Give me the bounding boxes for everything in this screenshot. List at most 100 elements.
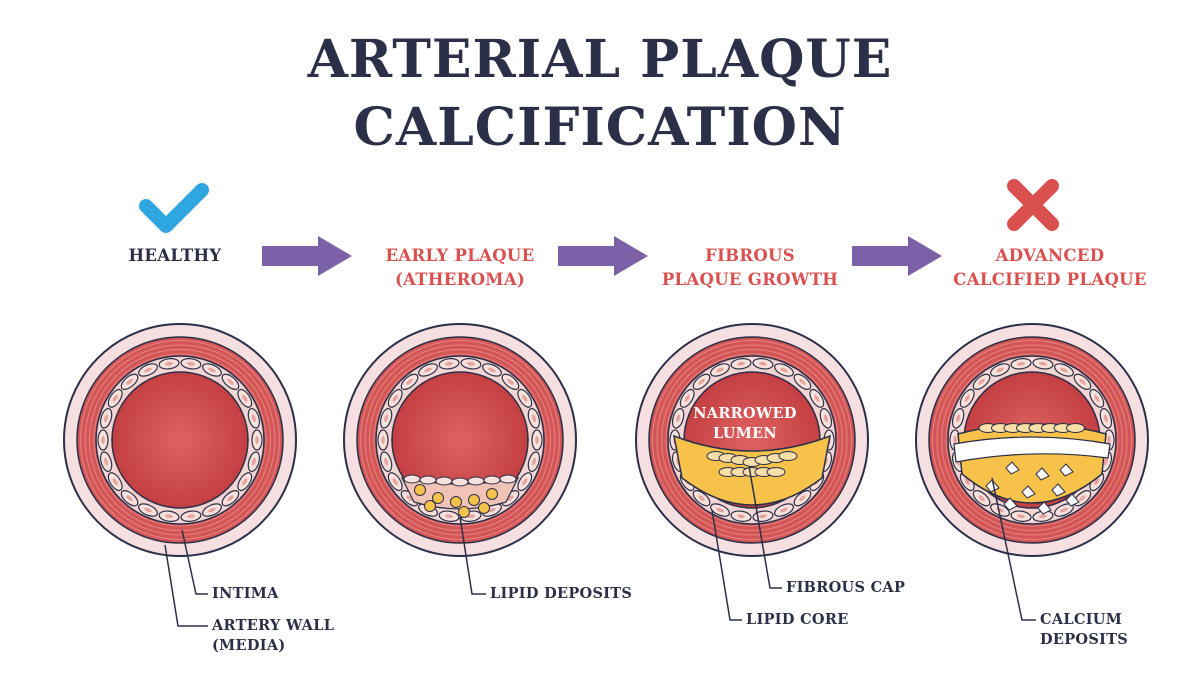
- media-striation: [93, 353, 267, 527]
- cell-nucleus: [251, 414, 256, 423]
- cell-nucleus: [251, 457, 256, 466]
- fibrous-cap-cell: [766, 467, 786, 477]
- calcium-deposit: [1059, 463, 1074, 477]
- callout-artery-wall: ARTERY WALL: [212, 617, 335, 634]
- cell-nucleus: [208, 507, 216, 513]
- artery-calcified-plaque: [915, 323, 1149, 557]
- cell-nucleus: [186, 361, 195, 366]
- cell-nucleus: [165, 361, 174, 366]
- cell-nucleus: [112, 478, 118, 486]
- calcium-deposit: [1035, 467, 1050, 481]
- calcium-band: [953, 436, 1111, 463]
- stage-label-calcified-plaque: ADVANCED CALCIFIED PLAQUE: [920, 244, 1180, 292]
- cell-nucleus: [531, 457, 536, 466]
- cell-nucleus: [406, 378, 413, 385]
- media-striation: [364, 344, 556, 536]
- stage-label-line: EARLY PLAQUE: [385, 246, 535, 265]
- lipid-deposit: [486, 488, 498, 500]
- narrowed-lumen-line: NARROWED: [693, 405, 797, 422]
- cell-nucleus: [165, 514, 174, 519]
- media-striation: [941, 349, 1123, 531]
- cell-nucleus: [535, 436, 539, 444]
- endothelial-cell: [467, 476, 485, 486]
- cell-nucleus: [1060, 507, 1068, 513]
- fibrous-cap-cell: [1066, 423, 1085, 433]
- cell-nucleus: [978, 495, 985, 502]
- calcium-deposit: [1003, 497, 1018, 511]
- cell-nucleus: [227, 378, 234, 385]
- stage-label-early-plaque: EARLY PLAQUE (ATHEROMA): [340, 244, 580, 292]
- right-arrow-icon: [852, 236, 942, 276]
- cell-nucleus: [126, 495, 133, 502]
- callout-deposits: DEPOSITS: [1040, 631, 1129, 648]
- callout-calcium: CALCIUM: [1040, 611, 1123, 628]
- lipid-deposit: [450, 496, 462, 508]
- stage-label-line: HEALTHY: [128, 246, 222, 265]
- cell-nucleus: [384, 414, 389, 423]
- callout-media: (MEDIA): [212, 637, 286, 654]
- cell-nucleus: [104, 414, 109, 423]
- lumen: [111, 371, 249, 509]
- cell-nucleus: [814, 394, 820, 402]
- cell-nucleus: [255, 436, 259, 444]
- cell-nucleus: [676, 414, 681, 423]
- cell-nucleus: [445, 514, 454, 519]
- cell-nucleus: [737, 361, 746, 366]
- stage-label-healthy: HEALTHY: [80, 244, 270, 268]
- fibrous-cap-leader-line: [748, 465, 782, 589]
- cell-nucleus: [488, 367, 496, 373]
- cell-nucleus: [144, 507, 152, 513]
- narrowed-lumen-line: LUMEN: [713, 425, 777, 442]
- calcium-deposit: [1021, 485, 1036, 499]
- cell-nucleus: [737, 514, 746, 519]
- stage-label-line: (ATHEROMA): [394, 270, 526, 289]
- right-arrow-icon: [262, 236, 352, 276]
- cell-nucleus: [144, 367, 152, 373]
- cell-nucleus: [488, 507, 496, 513]
- cell-nucleus: [716, 367, 724, 373]
- cell-nucleus: [445, 361, 454, 366]
- artery-fibrous-plaque: [635, 323, 869, 557]
- lipid-core-leader-line: [711, 509, 742, 621]
- lipid-deposit: [432, 492, 444, 504]
- lipid-deposit: [414, 484, 426, 496]
- cell-nucleus: [758, 361, 767, 366]
- media-striation: [369, 349, 551, 531]
- cell-nucleus: [758, 514, 767, 519]
- media-striation: [373, 353, 547, 527]
- cell-nucleus: [716, 507, 724, 513]
- cell-nucleus: [964, 394, 970, 402]
- media-striation: [84, 344, 276, 536]
- cell-nucleus: [507, 378, 514, 385]
- cell-nucleus: [1017, 361, 1026, 366]
- stage-label-line: FIBROUS: [705, 246, 795, 265]
- intima-leader-line: [181, 529, 208, 595]
- media-striation: [360, 340, 560, 540]
- cell-nucleus: [392, 394, 398, 402]
- cell-nucleus: [1107, 436, 1111, 444]
- cell-nucleus: [522, 478, 528, 486]
- endothelial-cell: [483, 475, 501, 485]
- cell-nucleus: [1103, 457, 1108, 466]
- cell-nucleus: [978, 378, 985, 385]
- endothelial-cell: [419, 475, 437, 485]
- media-striation: [665, 353, 839, 527]
- cell-nucleus: [522, 394, 528, 402]
- cell-nucleus: [1060, 367, 1068, 373]
- cell-nucleus: [424, 367, 432, 373]
- endothelial-cell: [499, 474, 517, 484]
- stage-label-line: PLAQUE GROWTH: [661, 270, 839, 289]
- stage-label-fibrous-plaque: FIBROUS PLAQUE GROWTH: [630, 244, 870, 292]
- checkmark-icon: [139, 183, 209, 233]
- callout-lipid-deposits: LIPID DEPOSITS: [490, 585, 633, 602]
- narrowed-lumen-label: NARROWED LUMEN: [690, 404, 800, 444]
- stage-label-line: CALCIFIED PLAQUE: [953, 270, 1147, 289]
- media-striation: [932, 340, 1132, 540]
- cell-nucleus: [392, 478, 398, 486]
- lipid-deposit: [478, 502, 490, 514]
- media-striation: [89, 349, 271, 531]
- cell-nucleus: [956, 414, 961, 423]
- cell-nucleus: [381, 436, 385, 444]
- callout-fibrous-cap: FIBROUS CAP: [786, 579, 906, 596]
